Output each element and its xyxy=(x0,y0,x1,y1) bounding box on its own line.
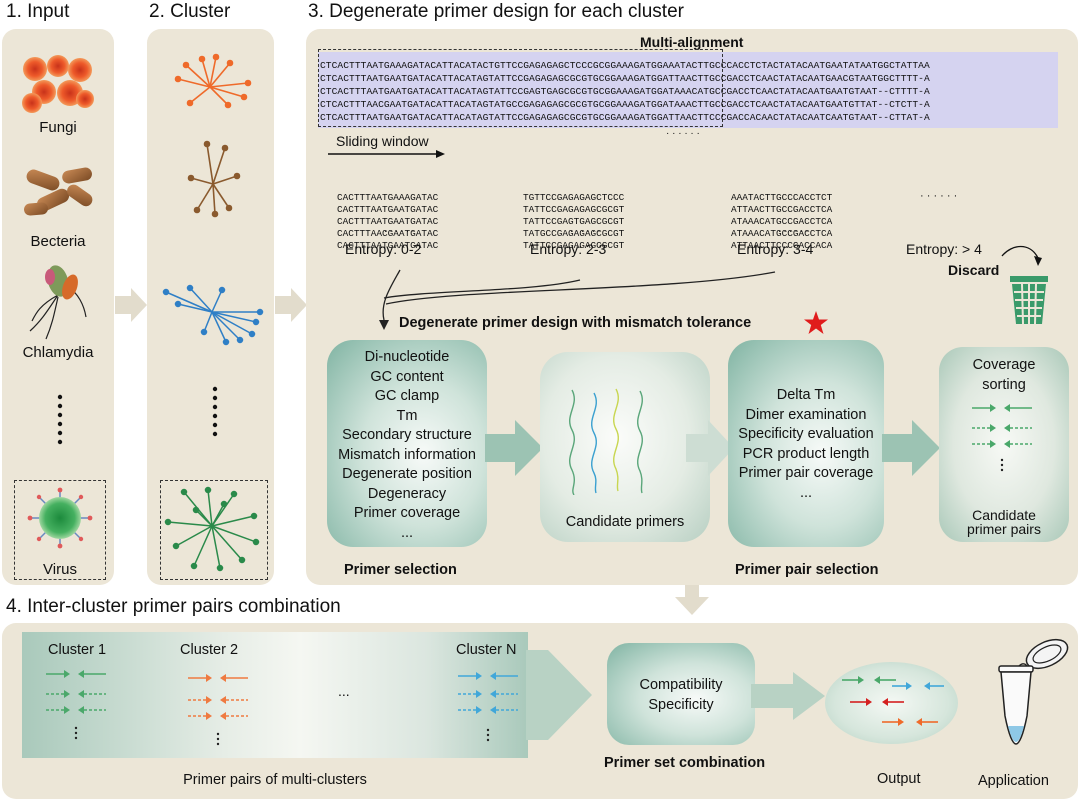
discard-curve-arrow-icon xyxy=(1001,245,1042,266)
combination-box xyxy=(607,643,755,745)
cluster-tree-green-icon xyxy=(164,486,260,572)
cluster-ellipsis xyxy=(212,386,218,443)
window-more: · · · · · · xyxy=(570,226,601,236)
primer-pair-arrows-icon xyxy=(972,404,1032,472)
design-subtitle: Degenerate primer design with mismatch t… xyxy=(399,315,752,331)
cluster-panel xyxy=(147,29,274,585)
alignment-row: CTCACTTTAATGAATGATACATTACATAGTATTCCGAGAG… xyxy=(320,112,930,123)
flow-arrow-icon xyxy=(275,288,307,322)
window-more: · · · · · · xyxy=(920,190,958,202)
primer-selection-label: Primer selection xyxy=(344,562,457,578)
alignment-row: CTCACTTTAACGAATGATACATTACATAGTATGCCGAGAG… xyxy=(320,99,930,110)
candidate-pairs-box xyxy=(939,347,1069,542)
flow-arrow-icon xyxy=(675,585,709,615)
flow-arrow-icon xyxy=(686,420,734,476)
cluster-tree-brown-icon xyxy=(187,140,241,218)
output-label: Output xyxy=(877,771,921,787)
entropy-label: Entropy: 3-4 xyxy=(737,241,814,257)
cluster-2-pairs-icon xyxy=(188,674,248,746)
window-more: · · · · · · xyxy=(778,226,809,236)
flow-arrow-icon xyxy=(115,288,147,322)
cluster-title: 2. Cluster xyxy=(149,1,231,22)
cluster-n-pairs-icon xyxy=(458,672,518,742)
cluster-1-label: Cluster 1 xyxy=(48,642,107,658)
pair-selection-box xyxy=(728,340,884,547)
input-title: 1. Input xyxy=(6,1,70,22)
output-pairs-icon xyxy=(842,676,944,726)
bacteria-label: Becteria xyxy=(30,233,86,250)
primer-selection-box xyxy=(327,340,487,547)
application-label: Application xyxy=(978,773,1049,789)
multi-cluster-label: Primer pairs of multi-clusters xyxy=(183,772,367,788)
alignment-row: CTCACTTTAATGAATGATACATTACATAGTATTCCGAGAG… xyxy=(320,73,930,84)
alignment-block xyxy=(318,52,1058,128)
fungi-icon xyxy=(22,55,94,113)
alignment-row: CTCACTTTAATGAAAGATACATTACATACTGTTCCGAGAG… xyxy=(320,60,930,71)
discard-label: Discard xyxy=(948,262,1000,278)
pcr-tube-icon xyxy=(998,638,1069,745)
primer-strands-icon xyxy=(569,388,643,495)
flow-arrow-icon xyxy=(526,650,592,740)
virus-icon xyxy=(27,487,93,549)
sliding-arrow-icon xyxy=(328,150,445,158)
primer-pair-selection-label: Primer pair selection xyxy=(735,562,879,578)
flow-arrow-icon xyxy=(485,420,543,476)
primer-set-combination-label: Primer set combination xyxy=(604,755,766,771)
chlamydia-label: Chlamydia xyxy=(22,344,94,361)
candidate-primers-box xyxy=(540,352,710,542)
bacteria-icon xyxy=(24,167,93,216)
input-ellipsis xyxy=(57,394,63,451)
flow-arrow-icon xyxy=(882,420,940,476)
combination-title: 4. Inter-cluster primer pairs combinatio… xyxy=(6,596,341,617)
alignment-row: CTCACTTTAATGAATGATACATTACATAGTATTCCGAGTG… xyxy=(320,86,930,97)
cluster-tree-orange-icon xyxy=(174,53,252,109)
entropy-label: Entropy: 0-2 xyxy=(345,241,422,257)
alignment-more: · · · · · · xyxy=(666,128,700,139)
output-ellipse xyxy=(825,662,958,744)
alignment-window-frame xyxy=(318,49,723,127)
fungi-label: Fungi xyxy=(39,119,77,136)
cluster-gap-dots: ... xyxy=(338,683,350,699)
virus-label: Virus xyxy=(43,561,77,578)
sliding-window-label: Sliding window xyxy=(336,133,429,149)
merge-curves-icon xyxy=(379,269,776,330)
entropy-label: Entropy: > 4 xyxy=(906,241,982,257)
window-more: · · · · · · xyxy=(384,226,415,236)
multi-cluster-band xyxy=(22,632,528,758)
star-icon xyxy=(804,311,828,334)
cluster-2-label: Cluster 2 xyxy=(180,642,239,658)
chlamydia-icon xyxy=(29,265,87,340)
design-title: 3. Degenerate primer design for each clu… xyxy=(308,1,684,22)
cluster-tree-blue-icon xyxy=(162,284,264,346)
alignment-title: Multi-alignment xyxy=(640,34,744,50)
cluster-frame xyxy=(160,480,268,580)
cluster-n-label: Cluster N xyxy=(456,642,517,658)
cluster-1-pairs-icon xyxy=(46,670,106,740)
input-panel xyxy=(2,29,114,585)
flow-arrow-icon xyxy=(751,672,825,720)
candidate-primers-label: Candidate primers xyxy=(565,514,685,530)
virus-frame xyxy=(14,480,106,580)
trash-bin-icon xyxy=(1010,276,1048,325)
entropy-label: Entropy: 2-3 xyxy=(530,241,607,257)
